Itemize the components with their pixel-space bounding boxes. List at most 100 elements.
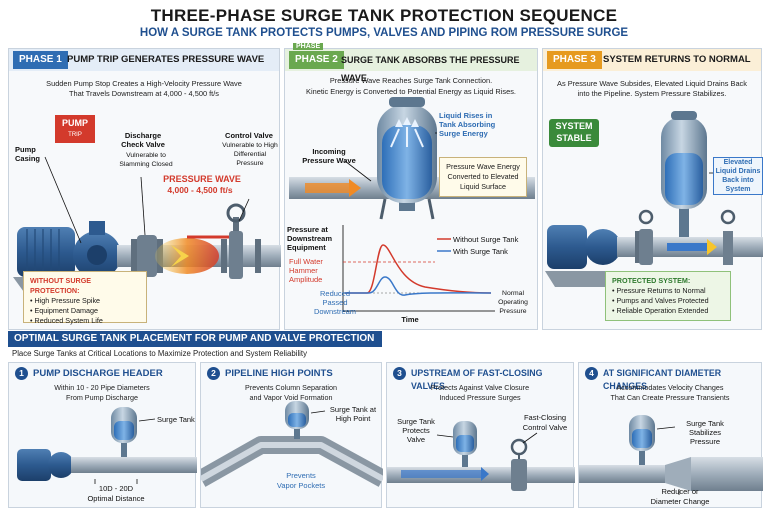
phase-3-header: PHASE 3 SYSTEM RETURNS TO NORMAL [543,49,761,71]
phase-1-warning-item: Equipment Damage [30,306,140,316]
phase-1-pump-sign-label: PUMP [61,118,88,128]
phase-2-converted-box: Pressure Wave Energy Converted to Elevat… [439,157,527,197]
phase-2-desc-1: Pressure Wave Reaches Surge Tank Connect… [329,76,493,85]
card-desc-1: Prevents Column Separation [245,383,337,392]
phase-3-desc-1: As Pressure Wave Subsides, Elevated Liqu… [557,79,747,88]
phase-1-desc-1: Sudden Pump Stop Creates a High-Velocity… [46,79,242,88]
card-number: 1 [15,367,28,380]
phase-3-protected-item: Reliable Operation Extended [612,306,724,316]
card-title: PUMP DISCHARGE HEADER [33,368,163,379]
phase-3-protected-box: PROTECTED SYSTEM: Pressure Returns to No… [605,271,731,321]
phase-2-normal-label: Normal Operating Pressure [498,290,528,315]
phase-2-panel: PHASE PHASE 2 SURGE TANK ABSORBS THE PRE… [284,43,538,330]
phase-1-tag: PHASE 1 [13,51,68,69]
phase-2-title: SURGE TANK ABSORBS THE PRESSURE WAVE [341,55,520,83]
phase-1-pump-sign-sub: TRIP [68,132,82,138]
card-4-reducer [665,457,691,491]
card-3-illustration [387,421,575,491]
placement-section-desc: Place Surge Tanks at Critical Locations … [12,349,307,358]
card-3-callout: Surge Tank Protects Valve [397,417,435,444]
phase-1-check-valve-sub: Vulnerable to Slamming Closed [119,152,173,168]
phase-1-warning-box: WITHOUT SURGE PROTECTION: High Pressure … [23,271,147,326]
card-title: AT SIGNIFICANT DIAMETER CHANGES [603,368,722,391]
phase-1-header: PHASE 1 PUMP TRIP GENERATES PRESSURE WAV… [9,49,279,71]
phase-2-header: PHASE PHASE 2 SURGE TANK ABSORBS THE PRE… [285,43,537,83]
phase-2-time-label: Time [401,315,419,324]
phase-3-title: SYSTEM RETURNS TO NORMAL [603,54,751,65]
placement-section-title: OPTIMAL SURGE TANK PLACEMENT FOR PUMP AN… [8,331,382,347]
phase-3-stable-line-1: SYSTEM [555,121,593,131]
phase-1-control-valve [229,231,243,279]
phase-3-pump [585,229,621,265]
phase-1-check-valve-title: Discharge Check Valve [121,131,165,149]
phase-3-stable-line-2: STABLE [556,133,592,143]
phase-1-motor [17,227,75,277]
card-3-fast-closing-valve [511,459,527,491]
card-number: 2 [207,367,220,380]
phase-1-control-valve-sub: Vulnerable to High Differential Pressure [222,142,278,167]
card-number: 4 [585,367,598,380]
phase-3-illustration [545,111,763,287]
phase-2-full-hammer-label: Full Water Hammer Amplitude [289,257,323,284]
card-title: UPSTREAM OF FAST-CLOSING VALVES [411,368,543,391]
placement-card-4: 4 AT SIGNIFICANT DIAMETER CHANGES Accomm… [578,362,763,508]
phase-2-liquid-rises-label: Liquid Rises in Tank Absorbing Surge Ene… [439,111,496,138]
main-title: THREE-PHASE SURGE TANK PROTECTION SEQUEN… [150,6,618,25]
card-2-callout: Surge Tank at High Point [329,405,377,423]
chart-line-without-surge-tank [345,244,492,294]
phase-1-warning-title: WITHOUT SURGE PROTECTION: [30,276,92,295]
phase-3-protected-item: Pumps and Valves Protected [612,296,724,306]
placement-card-1: 1 PUMP DISCHARGE HEADER Within 10 - 20 P… [8,362,197,508]
card-4-extra-2: Diameter Change [650,497,710,506]
phase-3-protected-item: Pressure Returns to Normal [612,286,724,296]
card-2-illustration [201,401,383,487]
phase-3-elevated-label: Elevated Liquid Drains Back into System [713,157,763,195]
card-1-callout: Surge Tank [157,415,195,424]
card-1-illustration [17,407,197,491]
phase-2-incoming-label: Incoming Pressure Wave [302,147,356,165]
card-desc-1: Protects Against Valve Closure [430,383,530,392]
phase-2-legend-with: With Surge Tank [453,247,508,256]
phase-3-panel: PHASE 3 SYSTEM RETURNS TO NORMAL As Pres… [542,48,763,330]
phase-2-desc-2: Kinetic Energy is Converted to Potential… [306,87,516,96]
phase-1-control-valve-title: Control Valve [225,131,273,140]
phase-1-title: PUMP TRIP GENERATES PRESSURE WAVE [67,54,265,65]
card-3-extra-2: Control Valve [522,423,568,432]
card-desc-2: From Pump Discharge [66,393,138,402]
phase-2-chart-ylabel: Pressure at Downstream Equipment [287,225,333,252]
card-desc-2: Induced Pressure Surges [439,393,521,402]
card-1-extra-2: Optimal Distance [87,494,145,503]
card-desc-2: That Can Create Pressure Transients [610,393,730,402]
phase-2-tag: PHASE 2 [289,51,344,69]
card-title: PIPELINE HIGH POINTS [225,368,333,379]
card-3-extra-1: Fast-Closing [523,413,567,422]
card-4-illustration [579,415,763,495]
phase-3-stable-badge [549,119,599,147]
card-4-extra-1: Reducer or [661,487,699,496]
phase-3-motor [547,225,587,269]
placement-card-2: 2 PIPELINE HIGH POINTS Prevents Column S… [200,362,383,508]
chart-line-with-surge-tank [345,276,492,296]
card-4-callout: Surge Tank Stabilizes Pressure [686,419,724,446]
card-desc-1: Within 10 - 20 Pipe Diameters [54,383,150,392]
phase-1-warning-item: Reduced System Life [30,316,140,326]
main-subtitle: HOW A SURGE TANK PROTECTS PUMPS, VALVES … [139,27,629,39]
phase-1-warning-item: High Pressure Spike [30,296,140,306]
phase-1-pump-trip-sign [55,115,95,143]
phase-1-wave-speed: 4,000 - 4,500 ft/s [167,185,233,195]
card-2-extra-1: Prevents [286,471,316,480]
phase-2-reduced-label: Reduced Passed Downstream [313,289,357,316]
phase-3-tag: PHASE 3 [547,51,602,69]
card-desc-2: and Vapor Void Formation [249,393,333,402]
placement-card-3: 3 UPSTREAM OF FAST-CLOSING VALVES Protec… [386,362,575,508]
phase-1-wave-label: PRESSURE WAVE [163,174,241,184]
phase-1-pump-casing-label: Pump Casing [15,145,41,163]
card-number: 3 [393,367,406,380]
card-desc-1: Accommodates Velocity Changes [616,383,724,392]
phase-1-desc-2: That Travels Downstream at 4,000 - 4,500… [69,89,219,98]
phase-2-tag-small: PHASE [293,43,324,50]
phase-1-panel: PHASE 1 PUMP TRIP GENERATES PRESSURE WAV… [8,48,281,330]
phase-2-legend-without: Without Surge Tank [453,235,519,244]
card-2-extra-2: Vapor Pockets [276,481,326,490]
phase-2-pressure-chart [342,225,495,312]
